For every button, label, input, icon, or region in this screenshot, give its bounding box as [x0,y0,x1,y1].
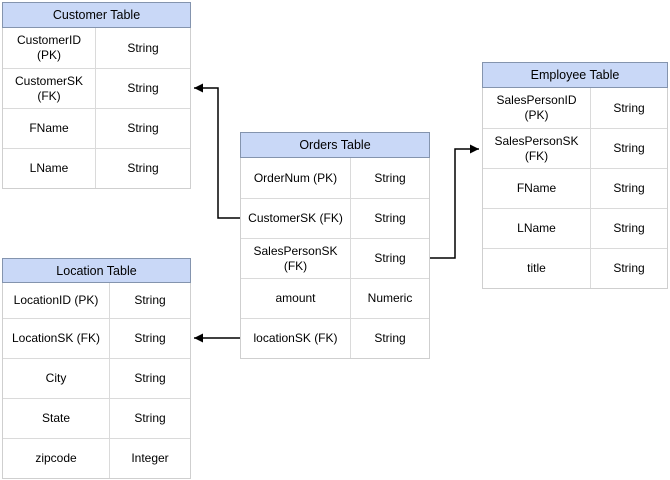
table-row[interactable]: FName String [483,168,667,208]
field-cell: locationSK (FK) [241,319,351,358]
table-row[interactable]: City String [3,358,190,398]
field-cell: title [483,249,591,288]
field-cell: SalesPersonID (PK) [483,88,591,128]
table-row[interactable]: FName String [3,108,190,148]
customer-table-header[interactable]: Customer Table [2,2,191,28]
type-cell: String [127,40,159,55]
type-cell: Numeric [367,291,413,305]
type-cell: String [127,121,159,135]
type-cell: String [374,211,406,225]
connector-orders-to-employee[interactable] [430,144,479,259]
table-row[interactable]: locationSK (FK) String [241,318,429,358]
table-row[interactable]: CustomerSK (FK) String [3,68,190,108]
table-row[interactable]: title String [483,248,667,288]
table-row[interactable]: zipcode Integer [3,438,190,478]
type-cell: String [374,251,406,265]
location-table[interactable]: Location Table LocationID (PK) String Lo… [2,258,191,479]
field-cell: LocationID (PK) [3,283,110,318]
type-cell: String [613,141,645,155]
field-cell: zipcode [3,439,110,478]
employee-table-header[interactable]: Employee Table [482,62,668,88]
table-row[interactable]: State String [3,398,190,438]
field-cell: FName [483,169,591,208]
table-row[interactable]: CustomerSK (FK) String [241,198,429,238]
field-cell: CustomerSK (FK) [241,199,351,238]
type-cell: String [127,161,159,175]
table-row[interactable]: LName String [3,148,190,188]
connector-orders-to-customer[interactable] [194,83,240,219]
customer-table-body: CustomerID (PK) String CustomerSK (FK) S… [2,28,191,189]
table-row[interactable]: SalesPersonSK (FK) String [483,128,667,168]
type-cell: String [613,221,645,235]
field-cell: LocationSK (FK) [3,319,110,358]
table-row[interactable]: LocationID (PK) String [3,283,190,318]
field-cell: State [3,399,110,438]
field-cell: OrderNum (PK) [241,158,351,198]
field-cell: LName [3,149,96,188]
type-cell: String [134,331,166,345]
type-cell: String [134,371,166,385]
customer-table[interactable]: Customer Table CustomerID (PK) String Cu… [2,2,191,189]
table-row[interactable]: LName String [483,208,667,248]
type-cell: String [374,170,406,185]
employee-table-body: SalesPersonID (PK) String SalesPersonSK … [482,88,668,289]
field-cell: SalesPersonSK (FK) [241,239,351,278]
type-cell: String [613,181,645,195]
type-cell: String [134,293,166,307]
orders-table-body: OrderNum (PK) String CustomerSK (FK) Str… [240,158,430,359]
type-cell: String [374,331,406,345]
field-cell: CustomerID (PK) [3,28,96,68]
location-table-body: LocationID (PK) String LocationSK (FK) S… [2,283,191,479]
type-cell: String [613,100,645,115]
table-row[interactable]: OrderNum (PK) String [241,158,429,198]
type-cell: String [613,261,645,275]
type-cell: String [134,411,166,425]
type-cell: String [127,81,159,95]
field-cell: SalesPersonSK (FK) [483,129,591,168]
location-table-header[interactable]: Location Table [2,258,191,283]
field-cell: FName [3,109,96,148]
employee-table[interactable]: Employee Table SalesPersonID (PK) String… [482,62,668,289]
field-cell: LName [483,209,591,248]
table-row[interactable]: SalesPersonSK (FK) String [241,238,429,278]
table-row[interactable]: amount Numeric [241,278,429,318]
type-cell: Integer [131,451,169,465]
field-cell: City [3,359,110,398]
table-row[interactable]: CustomerID (PK) String [3,28,190,68]
orders-table-header[interactable]: Orders Table [240,132,430,158]
field-cell: CustomerSK (FK) [3,69,96,108]
field-cell: amount [241,279,351,318]
table-row[interactable]: LocationSK (FK) String [3,318,190,358]
orders-table[interactable]: Orders Table OrderNum (PK) String Custom… [240,132,430,359]
table-row[interactable]: SalesPersonID (PK) String [483,88,667,128]
